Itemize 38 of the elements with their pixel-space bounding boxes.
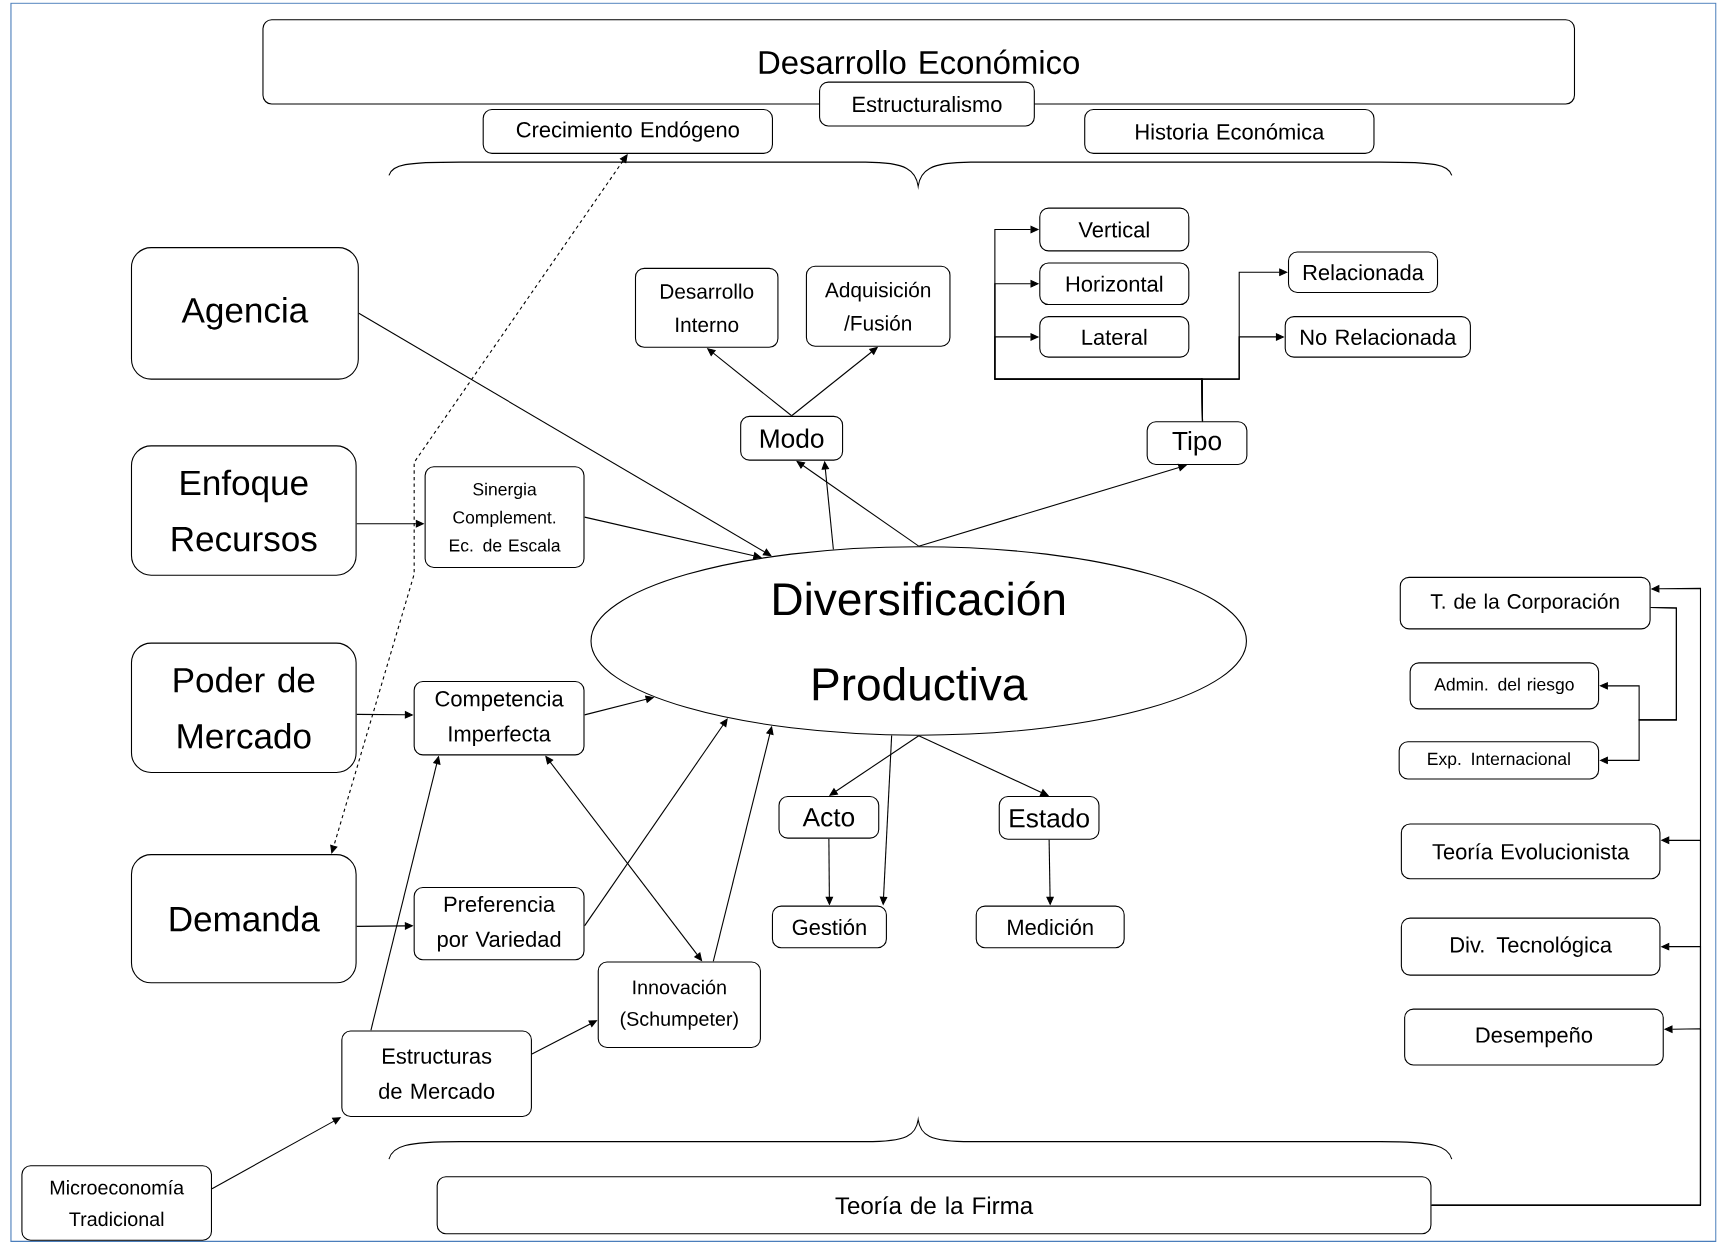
concept-box: Estructuras de Mercado (341, 1030, 532, 1117)
concept-box: Desarrollo Interno (634, 267, 779, 348)
concept-box: Medición (975, 905, 1125, 949)
concept-box: Relacionada (1287, 251, 1439, 293)
arrow (796, 460, 920, 547)
concept-box: Crecimiento Endógeno (482, 108, 773, 154)
concept-box: Lateral (1039, 315, 1190, 358)
concept-box: Enfoque Recursos (130, 445, 357, 576)
concept-box: Competencia Imperfecta (413, 680, 585, 756)
concept-box: Desempeño (1404, 1008, 1664, 1066)
concept-box: Teoría Evolucionista (1400, 823, 1661, 879)
concept-box: Gestión (771, 905, 887, 949)
concept-box: Estado (998, 795, 1100, 840)
concept-box: Exp. Internacional (1398, 740, 1600, 780)
concept-box: Demanda (130, 853, 357, 984)
concept-box: Horizontal (1039, 262, 1190, 305)
arrow (531, 1019, 598, 1055)
concept-box: Adquisición /Fusión (805, 265, 951, 347)
concept-box: T. de la Corporación (1399, 576, 1651, 630)
concept-box: Estructuralismo (819, 81, 1035, 127)
concept-box: Modo (740, 415, 844, 461)
concept-box: Agencia (130, 246, 359, 380)
arrow (1430, 1025, 1702, 1206)
arrow (358, 312, 772, 556)
concept-box: No Relacionada (1284, 315, 1471, 358)
concept-box: Poder de Mercado (130, 642, 357, 773)
concept-box: Historia Económica (1084, 108, 1375, 154)
concept-box: Innovación (Schumpeter) (597, 961, 761, 1048)
concept-box: Microeconomía Tradicional (21, 1165, 212, 1241)
banner-box: Teoría de la Firma (436, 1175, 1432, 1234)
concept-box: Vertical (1039, 207, 1190, 252)
concept-box: Admin. del riesgo (1409, 662, 1600, 710)
concept-box: Div. Tecnológica (1400, 917, 1661, 976)
concept-box: Preferencia por Variedad (413, 886, 585, 961)
arrow (1599, 606, 1677, 765)
concept-box: Sinergia Complement. Ec. de Escala (424, 465, 585, 568)
concept-box: Tipo (1146, 421, 1248, 465)
concept-box: Acto (778, 795, 880, 839)
